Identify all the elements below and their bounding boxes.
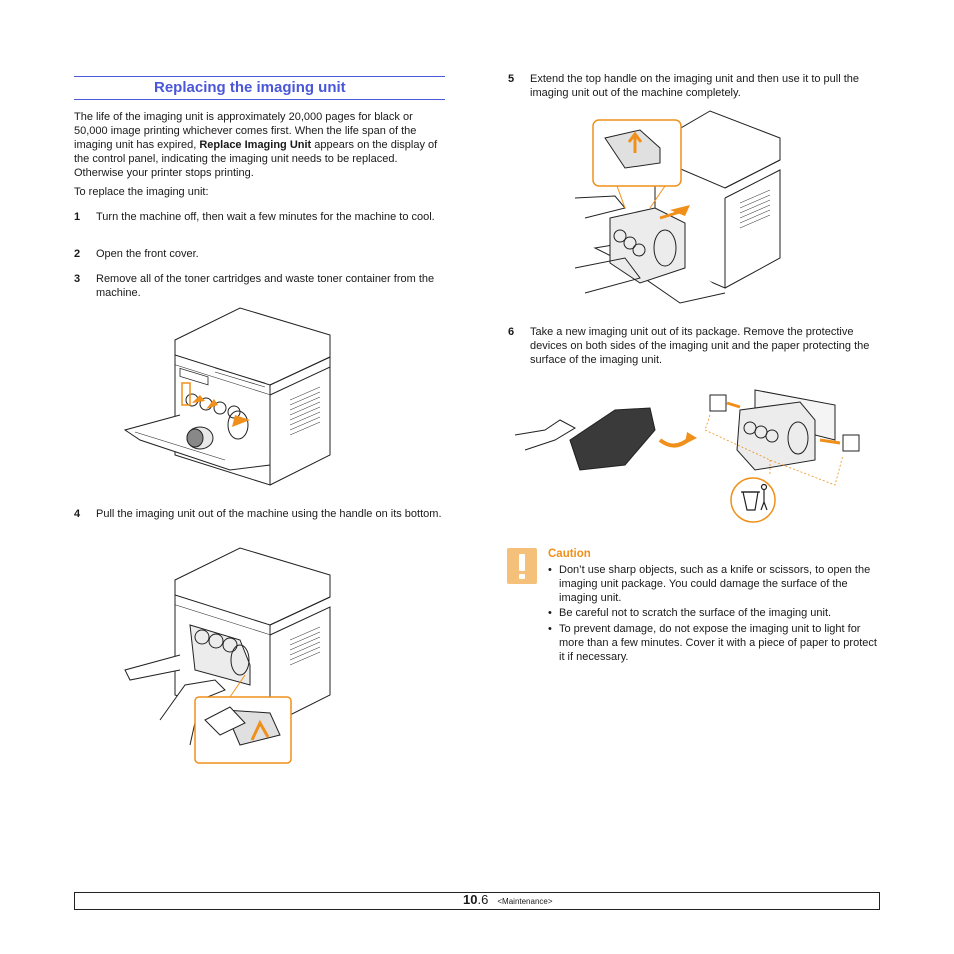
step-text: Remove all of the toner cartridges and w… bbox=[96, 273, 435, 299]
step-number: 2 bbox=[74, 248, 81, 260]
caution-text: Don’t use sharp objects, such as a knife… bbox=[559, 564, 871, 604]
imaging-unit-extract-illustration bbox=[574, 110, 781, 304]
caution-text: To prevent damage, do not expose the ima… bbox=[559, 623, 877, 663]
footer-section-label: <Maintenance> bbox=[497, 897, 553, 906]
step-number: 6 bbox=[508, 326, 515, 338]
bullet-symbol: • bbox=[548, 564, 552, 576]
imaging-unit-pull-illustration bbox=[124, 547, 331, 764]
step-number: 1 bbox=[74, 211, 81, 223]
intro-paragraph: The life of the imaging unit is approxim… bbox=[74, 110, 446, 180]
step-text: Extend the top handle on the imaging uni… bbox=[530, 73, 860, 99]
new-imaging-unit-unpack-illustration bbox=[514, 389, 860, 523]
page-number-minor: .6 bbox=[477, 892, 489, 907]
caution-text: Be careful not to scratch the surface of… bbox=[559, 607, 832, 619]
printer-toner-removal-illustration bbox=[123, 307, 331, 486]
section-heading: Replacing the imaging unit bbox=[74, 76, 445, 100]
step-number: 5 bbox=[508, 73, 515, 85]
step-number: 3 bbox=[74, 273, 81, 285]
page-number-major: 10 bbox=[463, 892, 478, 907]
step-number: 4 bbox=[74, 508, 81, 520]
step-text: Pull the imaging unit out of the machine… bbox=[96, 508, 442, 520]
caution-title: Caution bbox=[548, 548, 591, 560]
intro-text: The life of the imaging unit is approxim… bbox=[74, 111, 417, 151]
intro-text-end: appears on the display of the control pa… bbox=[74, 139, 438, 179]
exclamation-icon bbox=[507, 548, 537, 584]
step-text: Turn the machine off, then wait a few mi… bbox=[96, 211, 435, 223]
page-title: Replacing the imaging unit bbox=[154, 79, 346, 96]
bullet-symbol: • bbox=[548, 623, 552, 635]
intro-lead: To replace the imaging unit: bbox=[74, 186, 209, 198]
page-footer: 10.6 <Maintenance> bbox=[74, 892, 880, 910]
bullet-symbol: • bbox=[548, 607, 552, 619]
step-text: Take a new imaging unit out of its packa… bbox=[530, 326, 870, 366]
step-text: Open the front cover. bbox=[96, 248, 199, 260]
intro-bold-text: Replace Imaging Unit bbox=[199, 139, 312, 151]
page-number: 10.6 <Maintenance> bbox=[463, 893, 553, 909]
